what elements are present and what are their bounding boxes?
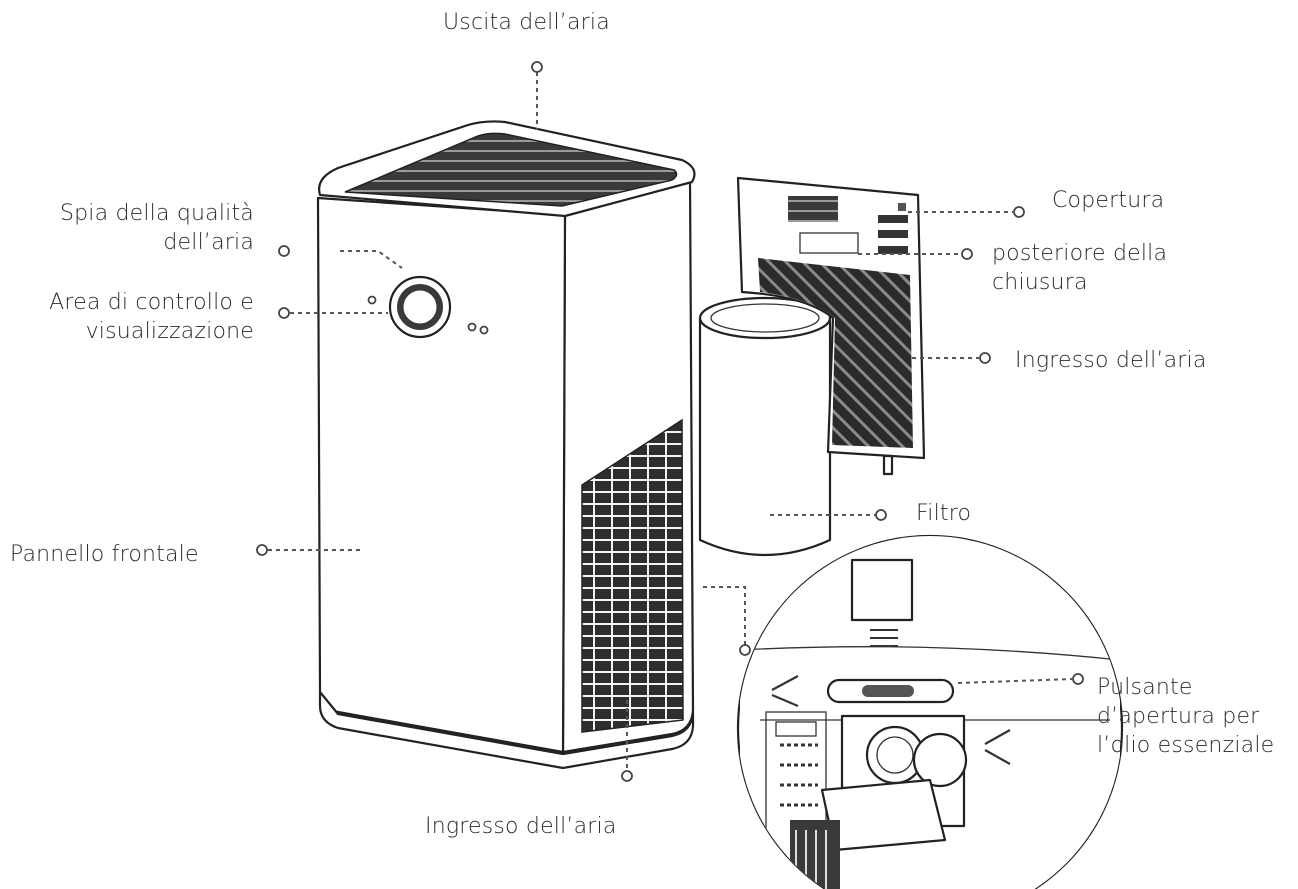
label-control-area: Area di controllo e visualizzazione <box>10 288 254 346</box>
label-air-quality-light: Spia della qualità dell’aria <box>36 199 254 257</box>
filter-cylinder <box>700 298 830 555</box>
label-air-inlet-bottom: Ingresso dell’aria <box>425 812 617 841</box>
label-rear-closure: posteriore della chiusura <box>992 239 1167 297</box>
oil-compartment-zoom <box>738 530 1122 889</box>
label-cover: Copertura <box>1052 186 1164 215</box>
label-air-outlet: Uscita dell’aria <box>443 8 610 37</box>
label-air-inlet-side: Ingresso dell’aria <box>1015 346 1207 375</box>
label-oil-button: Pulsante d’apertura per l’olio essenzial… <box>1097 673 1274 760</box>
label-filter: Filtro <box>916 499 971 528</box>
label-front-panel: Pannello frontale <box>10 540 199 569</box>
purifier-body <box>318 121 694 768</box>
